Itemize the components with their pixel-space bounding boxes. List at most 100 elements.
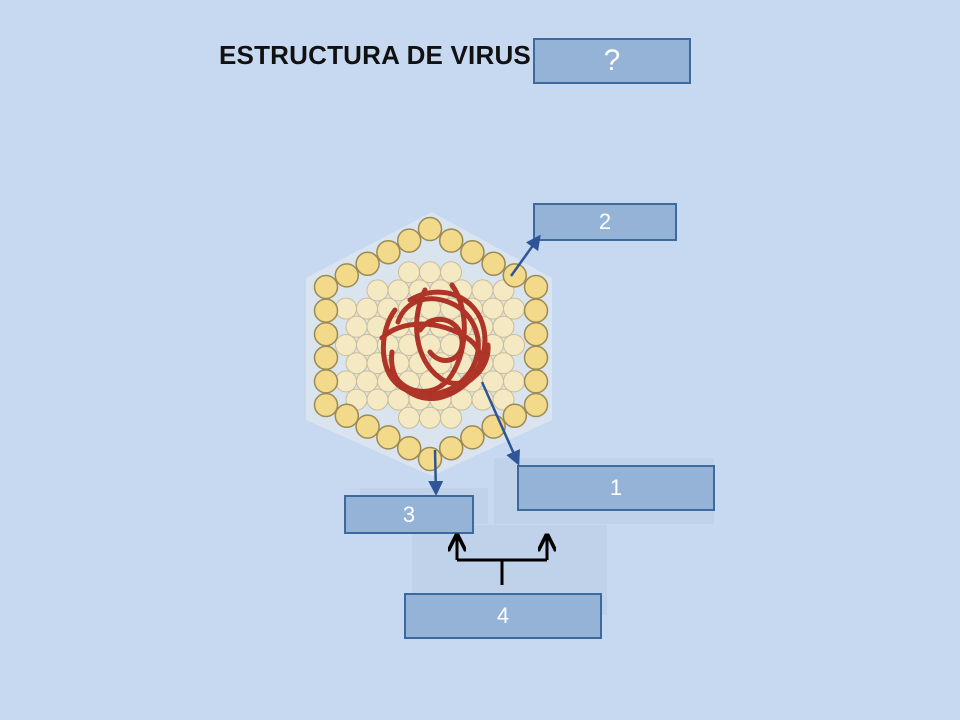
inner-capsomere bbox=[387, 388, 410, 411]
inner-capsomere bbox=[366, 388, 389, 411]
label-text-3: 3 bbox=[402, 501, 416, 527]
inner-capsomere bbox=[461, 370, 483, 393]
outer-capsomere bbox=[396, 228, 422, 253]
inner-capsomere bbox=[398, 406, 420, 429]
outer-capsomere bbox=[502, 263, 528, 288]
inner-capsomere bbox=[408, 352, 431, 375]
inner-capsomere bbox=[429, 315, 452, 338]
inner-capsomere bbox=[450, 352, 473, 375]
inner-capsomere bbox=[408, 315, 431, 338]
inner-capsomere bbox=[440, 406, 462, 429]
label-box-2: 2 bbox=[533, 203, 677, 241]
inner-capsomere bbox=[440, 334, 462, 356]
outer-capsomere bbox=[376, 425, 401, 450]
arrow-to-label-1 bbox=[480, 381, 520, 466]
inner-capsomere bbox=[377, 334, 399, 356]
inner-capsomere bbox=[450, 315, 473, 338]
outer-capsomere bbox=[523, 392, 549, 418]
inner-capsomere bbox=[419, 334, 441, 356]
outer-capsomere bbox=[417, 216, 443, 242]
inner-capsomere bbox=[450, 388, 473, 411]
inner-capsomere bbox=[429, 279, 452, 302]
outer-capsomere bbox=[355, 251, 380, 277]
inner-capsomere bbox=[503, 297, 525, 320]
inner-capsomere bbox=[419, 297, 441, 320]
inner-capsomere bbox=[398, 297, 420, 320]
inner-capsomere bbox=[503, 370, 525, 393]
inner-capsomere bbox=[440, 370, 462, 393]
inner-capsomere bbox=[482, 334, 504, 356]
inner-capsomere bbox=[440, 261, 462, 284]
inner-capsomere bbox=[398, 370, 420, 393]
outer-capsomere bbox=[523, 321, 549, 347]
outer-capsomere bbox=[523, 298, 549, 323]
inner-capsomere bbox=[482, 297, 504, 320]
outer-capsomere bbox=[481, 251, 506, 277]
inner-capsomere bbox=[471, 388, 494, 411]
outer-capsomere bbox=[334, 263, 360, 288]
inner-capsomere bbox=[471, 352, 494, 375]
label-box-3: 3 bbox=[344, 495, 474, 534]
label-box-1: 1 bbox=[517, 465, 715, 511]
label-box-question: ? bbox=[533, 38, 691, 84]
inner-capsomere bbox=[335, 370, 357, 393]
inner-capsomere bbox=[471, 315, 494, 338]
inner-capsomere bbox=[461, 297, 483, 320]
arrow-to-label-2 bbox=[509, 234, 541, 277]
outer-capsomere bbox=[460, 239, 485, 265]
label-text-1: 1 bbox=[609, 475, 623, 500]
label-text-2: 2 bbox=[598, 209, 612, 234]
inner-capsomere bbox=[356, 297, 378, 320]
outer-capsomere bbox=[313, 369, 339, 394]
inner-capsomere bbox=[492, 352, 515, 375]
inner-capsomere bbox=[398, 261, 420, 284]
label-text-4: 4 bbox=[496, 603, 510, 628]
inner-capsomere bbox=[471, 279, 494, 302]
outer-capsomere bbox=[438, 228, 464, 253]
inner-capsomere bbox=[408, 388, 431, 411]
inner-capsomere bbox=[419, 406, 441, 429]
inner-capsomere bbox=[450, 279, 473, 302]
inner-capsomere bbox=[356, 370, 378, 393]
outer-capsomere bbox=[313, 298, 339, 323]
outer-capsomere bbox=[313, 274, 339, 300]
inner-capsomere bbox=[345, 352, 368, 375]
inner-capsomere bbox=[482, 370, 504, 393]
arrow-to-label-3 bbox=[428, 449, 444, 496]
virus-backdrop bbox=[306, 212, 552, 476]
inner-capsomere bbox=[335, 334, 357, 356]
capsid-outer-capsomeres bbox=[313, 216, 549, 472]
nucleic-acid-coil-icon bbox=[379, 282, 491, 401]
outer-capsomere bbox=[313, 392, 339, 418]
outer-capsomere bbox=[523, 274, 549, 300]
inner-capsomere bbox=[492, 388, 515, 411]
inner-capsomere bbox=[387, 352, 410, 375]
inner-capsomere bbox=[419, 261, 441, 284]
inner-capsomere bbox=[503, 334, 525, 356]
inner-capsomere bbox=[408, 279, 431, 302]
inner-capsomere bbox=[398, 334, 420, 356]
label-text-question: ? bbox=[603, 44, 621, 77]
inner-capsomere bbox=[419, 370, 441, 393]
page-title: ESTRUCTURA DE VIRUS bbox=[219, 40, 531, 70]
outer-capsomere bbox=[438, 435, 464, 461]
inner-capsomere bbox=[387, 279, 410, 302]
inner-capsomere bbox=[429, 352, 452, 375]
inner-capsomere bbox=[335, 297, 357, 320]
inner-capsomere bbox=[345, 388, 368, 411]
outer-capsomere bbox=[417, 446, 443, 472]
outer-capsomere bbox=[460, 425, 485, 450]
inner-capsomere bbox=[492, 315, 515, 338]
outer-capsomere bbox=[334, 403, 360, 429]
outer-capsomere bbox=[523, 345, 549, 371]
outer-capsomere bbox=[523, 369, 549, 394]
inner-capsomere bbox=[440, 297, 462, 320]
outer-capsomere bbox=[313, 345, 339, 371]
inner-capsomere bbox=[345, 315, 368, 338]
outer-capsomere bbox=[313, 321, 339, 347]
inner-capsomere bbox=[387, 315, 410, 338]
outer-capsomere bbox=[481, 414, 506, 439]
capsid-inner-capsomeres bbox=[335, 261, 525, 429]
outer-capsomere bbox=[376, 239, 401, 265]
inner-capsomere bbox=[377, 297, 399, 320]
